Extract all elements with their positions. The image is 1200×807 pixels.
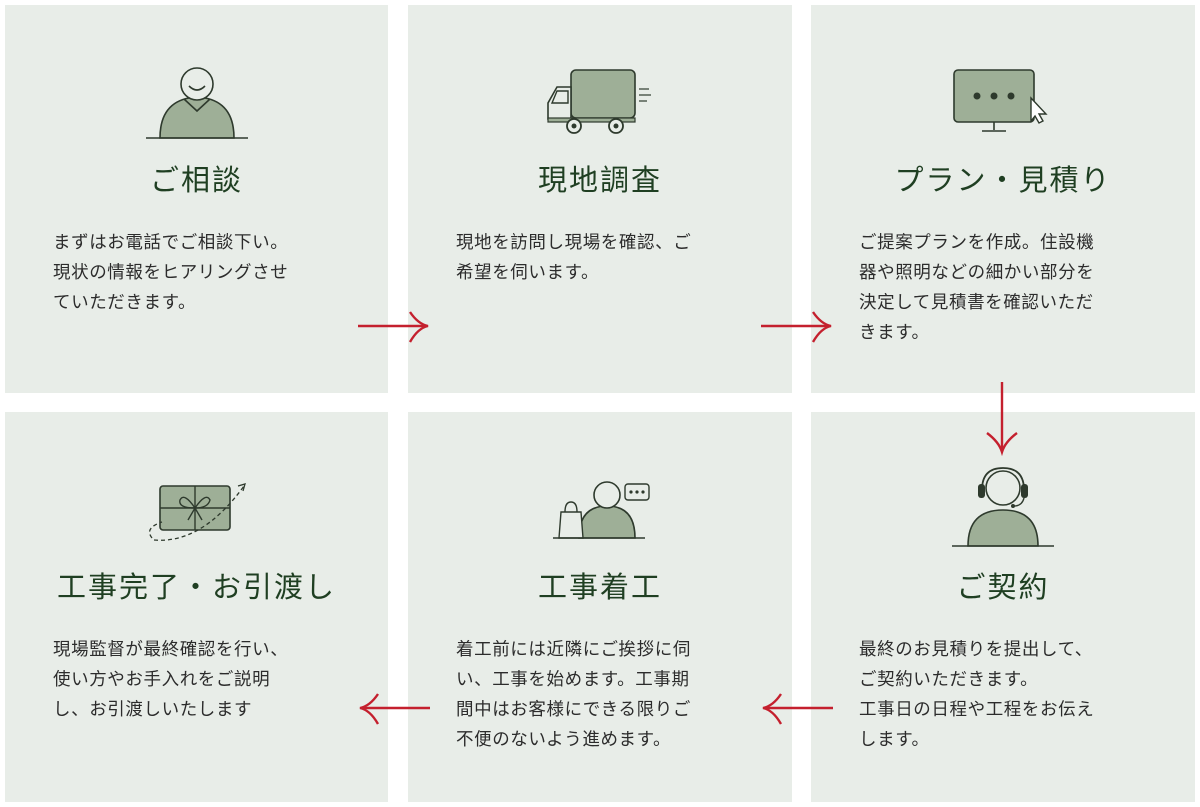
step-description: まずはお電話でご相談下い。 現状の情報をヒアリングさせ ていただきます。: [53, 233, 289, 313]
arrow-left-icon: [762, 693, 833, 725]
arrow-right-icon: [358, 311, 429, 343]
step-title: ご相談: [149, 163, 243, 197]
step-card-construction: 工事着工 着工前には近隣にご挨拶に伺 い、工事を始めます。工事期 間中はお客様に…: [408, 412, 792, 802]
arrow-left-icon: [359, 693, 430, 725]
step-card-consultation: ご相談 まずはお電話でご相談下い。 現状の情報をヒアリングさせ ていただきます。: [5, 5, 388, 393]
step-description: 現地を訪問し現場を確認、ご 希望を伺います。: [456, 233, 692, 283]
step-title: 工事着工: [537, 570, 662, 604]
person-speech-icon: [408, 412, 792, 552]
step-card-survey: 現地調査 現地を訪問し現場を確認、ご 希望を伺います。: [408, 5, 792, 393]
step-description: 着工前には近隣にご挨拶に伺 い、工事を始めます。工事期 間中はお客様にできる限り…: [456, 640, 691, 750]
step-card-plan: プラン・見積り ご提案プランを作成。住設機 器や照明などの細かい部分を 決定して…: [811, 5, 1195, 393]
monitor-icon: [811, 5, 1195, 145]
step-description: 最終のお見積りを提出して、 ご契約いただきます。 工事日の日程や工程をお伝え し…: [859, 640, 1095, 750]
truck-icon: [408, 5, 792, 145]
step-description: 現場監督が最終確認を行い、 使い方やお手入れをご説明 し、お引渡しいたします: [53, 640, 289, 720]
step-title: 工事完了・お引渡し: [56, 570, 336, 604]
arrow-right-icon: [761, 311, 832, 343]
step-title: 現地調査: [537, 163, 662, 197]
headset-person-icon: [811, 412, 1195, 552]
gift-icon: [5, 412, 388, 552]
step-title: ご契約: [956, 570, 1050, 604]
step-title: プラン・見積り: [894, 163, 1112, 197]
step-card-handover: 工事完了・お引渡し 現場監督が最終確認を行い、 使い方やお手入れをご説明 し、お…: [5, 412, 388, 802]
arrow-down-icon: [986, 382, 1018, 456]
step-description: ご提案プランを作成。住設機 器や照明などの細かい部分を 決定して見積書を確認いた…: [859, 233, 1095, 343]
person-icon: [5, 5, 388, 145]
step-card-contract: ご契約 最終のお見積りを提出して、 ご契約いただきます。 工事日の日程や工程をお…: [811, 412, 1195, 802]
